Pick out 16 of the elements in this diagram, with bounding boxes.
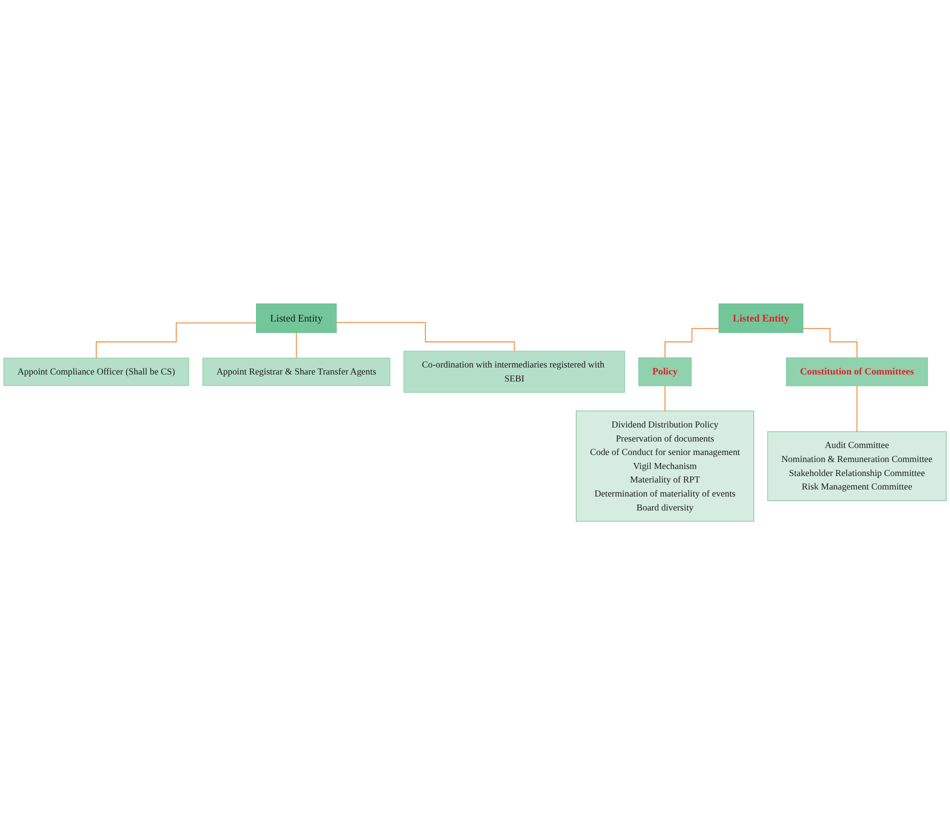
- node-box: Co-ordination with intermediaries registered with SEBI: [404, 351, 625, 394]
- connector: [336, 322, 515, 352]
- node-box: Constitution of Committees: [786, 358, 928, 387]
- connector: [296, 332, 297, 359]
- connector: [802, 328, 858, 359]
- node-box: Appoint Registrar & Share Transfer Agents: [202, 358, 390, 386]
- node-box: Audit Committee Nomination & Remuneration Committee Stakeholder Relationship Committee Risk Management Committee: [767, 432, 947, 502]
- node-box: Listed Entity: [256, 304, 337, 334]
- node-box: Appoint Compliance Officer (Shall be CS): [3, 358, 190, 386]
- connector: [664, 386, 666, 412]
- connector: [664, 328, 720, 359]
- node-box: Dividend Distribution Policy Preservation of documents Code of Conduct for senior management Vigil Mechanism Materiality of RPT Determination of materiality of events Board diversity: [576, 411, 754, 522]
- connector: [856, 386, 858, 433]
- connector: [96, 322, 257, 359]
- node-box: Policy: [638, 358, 692, 387]
- node-box: Listed Entity: [718, 304, 804, 334]
